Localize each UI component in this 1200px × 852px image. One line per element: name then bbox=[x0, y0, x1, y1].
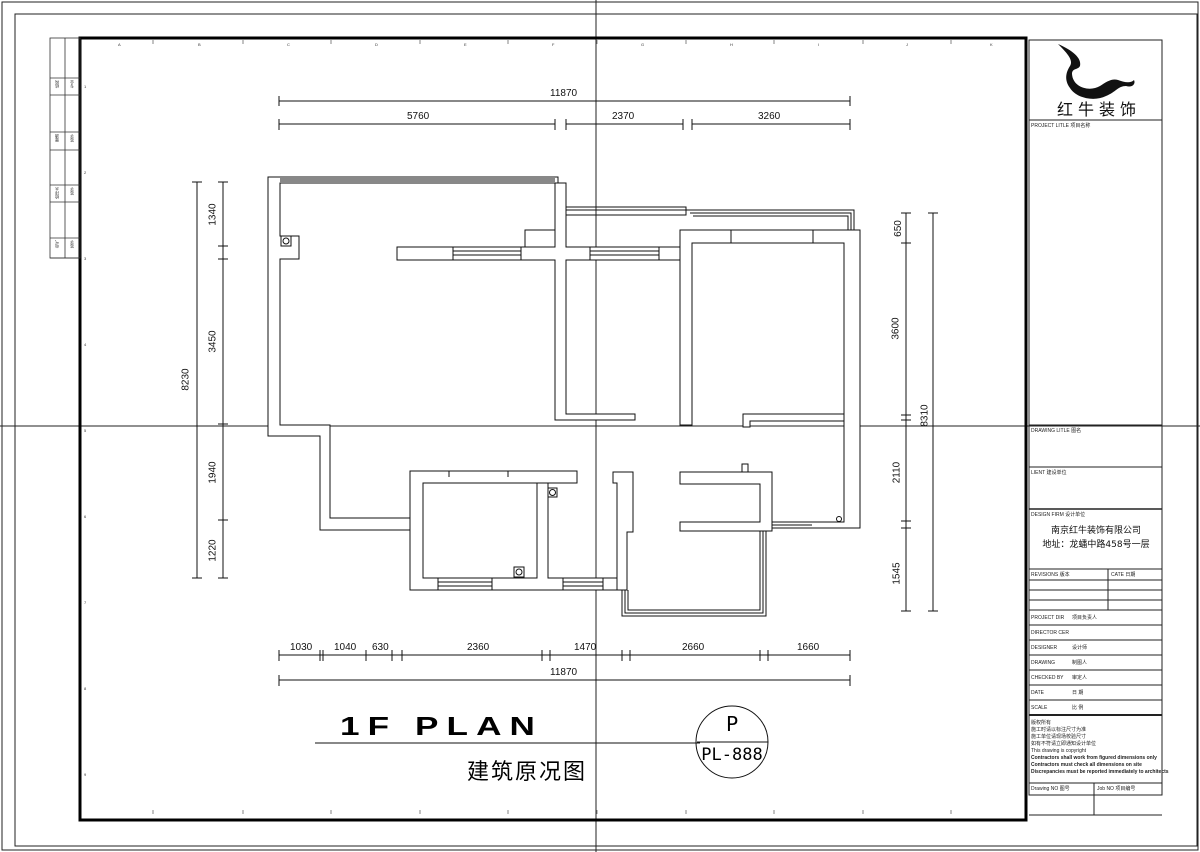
grid-col-B: B bbox=[198, 42, 201, 47]
grid-row-9: 9 bbox=[84, 772, 87, 777]
dim-bottom-seg-6: 2660 bbox=[682, 642, 705, 653]
grid-col-K: K bbox=[990, 42, 993, 47]
grid-col-G: G bbox=[641, 42, 645, 47]
sheet-number: PL-888 bbox=[701, 745, 763, 765]
dim-top-seg-2: 2370 bbox=[612, 111, 635, 122]
side-strip-cell: 电气 bbox=[54, 240, 59, 248]
dim-right-seg-3: 2110 bbox=[891, 461, 903, 484]
designer-cn: 设计师 bbox=[1072, 645, 1088, 651]
job-no-label: Job NO 项目编号 bbox=[1097, 786, 1136, 792]
grid-row-7: 7 bbox=[84, 600, 87, 605]
project-dir-cn: 项目负责人 bbox=[1072, 615, 1098, 621]
dim-right-seg-2: 3600 bbox=[890, 317, 902, 340]
note-line: Contractors must check all dimensions on… bbox=[1031, 762, 1142, 768]
grid-row-5: 5 bbox=[84, 428, 87, 433]
director-label: DIRECTOR CER bbox=[1031, 630, 1069, 636]
firm-address: 地址：龙蟠中路458号一层 bbox=[1042, 540, 1150, 550]
dim-right-seg-1: 650 bbox=[892, 220, 904, 237]
checked-by-cn: 审定人 bbox=[1072, 675, 1088, 681]
sheet-letter: P bbox=[725, 712, 739, 736]
dim-bottom-seg-4: 2360 bbox=[467, 642, 490, 653]
note-line: Contractors shall work from figured dime… bbox=[1031, 755, 1157, 761]
dim-bottom-total: 11870 bbox=[550, 667, 578, 678]
drawing-no-label: Drawing NO 图号 bbox=[1031, 786, 1070, 792]
revisions-label: REVISIONS 版本 bbox=[1031, 572, 1070, 578]
date-cn: 日 期 bbox=[1072, 690, 1084, 696]
grid-col-A: A bbox=[118, 42, 121, 47]
dim-top-seg-3: 3260 bbox=[758, 111, 781, 122]
company-logo-text: 红牛装饰 bbox=[1057, 100, 1142, 119]
side-strip-cell: 结构 bbox=[54, 80, 59, 88]
grid-col-I: I bbox=[818, 42, 820, 47]
drawing-frame bbox=[78, 36, 1028, 822]
dim-top-total: 11870 bbox=[550, 88, 578, 99]
side-strip-subcell: 签字 bbox=[69, 134, 74, 142]
title-block-frame bbox=[1028, 39, 1163, 816]
grid-row-6: 6 bbox=[84, 514, 87, 519]
dim-left-seg-4: 1220 bbox=[207, 539, 219, 562]
note-line: 施工单位请现场校验尺寸 bbox=[1031, 734, 1087, 740]
grid-col-H: H bbox=[730, 42, 733, 47]
dim-right-seg-4: 1545 bbox=[891, 562, 903, 585]
grid-row-2: 2 bbox=[84, 170, 87, 175]
grid-row-8: 8 bbox=[84, 686, 87, 691]
drawing-title-label: DRAWING LITLE 图名 bbox=[1031, 428, 1082, 434]
dim-left-seg-1: 1340 bbox=[207, 203, 219, 226]
second-border bbox=[14, 13, 1198, 847]
side-strip-subcell: 签字 bbox=[69, 240, 74, 248]
scale-label: SCALE bbox=[1031, 705, 1048, 711]
grid-col-C: C bbox=[287, 42, 290, 47]
project-dir-label: PROJECT DIR bbox=[1031, 615, 1065, 621]
dim-top-seg-1: 5760 bbox=[407, 111, 430, 122]
designer-label: DESIGNER bbox=[1031, 645, 1058, 651]
dim-left-seg-3: 1940 bbox=[207, 461, 219, 484]
dim-right-total: 8310 bbox=[919, 404, 931, 427]
dim-left-seg-2: 3450 bbox=[207, 330, 219, 353]
client-label: LIENT 建设单位 bbox=[1031, 470, 1067, 476]
side-strip-cell: 给排水 bbox=[54, 187, 59, 199]
company-logo-icon bbox=[1058, 44, 1135, 99]
dim-bottom-seg-1: 1030 bbox=[290, 642, 313, 653]
grid-col-F: F bbox=[552, 42, 555, 47]
dim-left-total: 8230 bbox=[180, 368, 192, 391]
dimension-lines bbox=[192, 96, 938, 686]
scale-cn: 比 例 bbox=[1072, 705, 1084, 711]
note-line: Discrepancies must be reported immediate… bbox=[1031, 769, 1169, 775]
note-line: 施工时请以标注尺寸为准 bbox=[1031, 727, 1087, 733]
date-column-label: CATE 日期 bbox=[1111, 572, 1136, 578]
firm-name: 南京红牛装饰有限公司 bbox=[1050, 526, 1141, 536]
side-strip-subcell: 签字 bbox=[69, 187, 74, 195]
plan-title: 1F PLAN bbox=[340, 711, 543, 741]
grid-col-D: D bbox=[375, 42, 378, 47]
grid-row-4: 4 bbox=[84, 342, 87, 347]
dim-bottom-seg-3: 630 bbox=[372, 642, 389, 653]
project-title-label: PROJECT LITLE 项目名称 bbox=[1031, 123, 1091, 129]
drawing-cn: 制图人 bbox=[1072, 660, 1088, 666]
grid-row-1: 1 bbox=[84, 84, 87, 89]
drawing-label: DRAWING bbox=[1031, 660, 1055, 666]
note-line: This drawing is copyright bbox=[1031, 748, 1087, 754]
grid-ticks bbox=[152, 40, 952, 814]
dim-bottom-seg-5: 1470 bbox=[574, 642, 597, 653]
note-line: 版权所有 bbox=[1031, 720, 1052, 726]
grid-row-3: 3 bbox=[84, 256, 87, 261]
grid-col-E: E bbox=[464, 42, 467, 47]
walls bbox=[267, 176, 861, 617]
side-strip-subcell: 专业 bbox=[69, 80, 74, 88]
date-label: DATE bbox=[1031, 690, 1044, 696]
design-firm-label: DESIGN FIRM 设计单位 bbox=[1031, 512, 1086, 518]
note-line: 如有不符请立即通知设计单位 bbox=[1031, 741, 1097, 747]
plan-subtitle: 建筑原况图 bbox=[467, 760, 588, 785]
grid-col-J: J bbox=[906, 42, 908, 47]
side-strip bbox=[49, 37, 81, 259]
side-strip-cell: 暖通 bbox=[54, 134, 59, 142]
checked-by-label: CHECKED BY bbox=[1031, 675, 1064, 681]
dim-bottom-seg-7: 1660 bbox=[797, 642, 820, 653]
dim-bottom-seg-2: 1040 bbox=[334, 642, 357, 653]
